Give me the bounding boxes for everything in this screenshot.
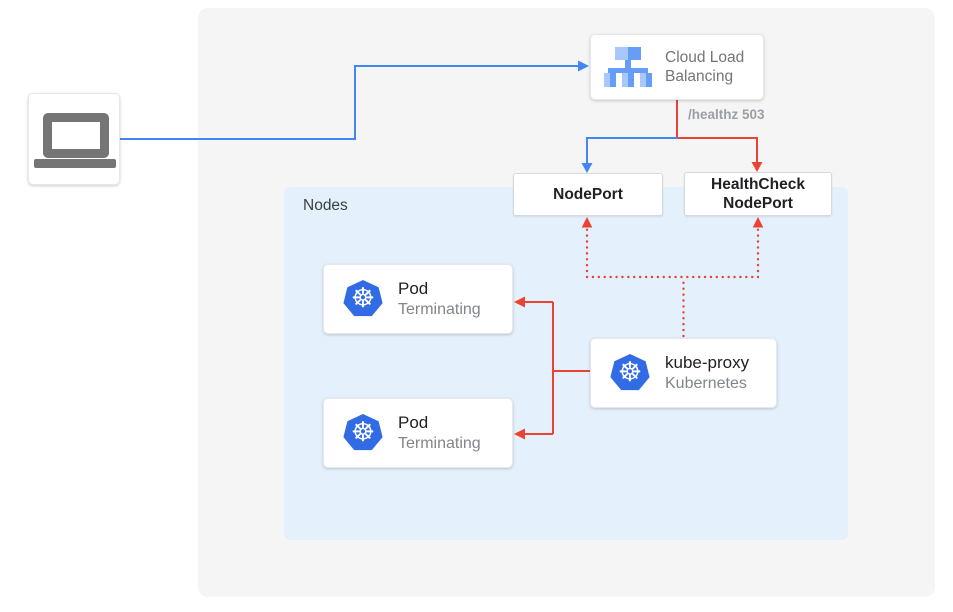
clb-icon-foot <box>622 73 628 87</box>
cloud-load-balancing-node: Cloud Load Balancing <box>590 34 764 100</box>
kubernetes-icon: ☸ <box>343 414 383 451</box>
clb-icon-crossbar <box>608 68 648 73</box>
arrowhead-into-clb <box>578 60 589 72</box>
pod-1-title: Pod <box>398 279 429 298</box>
pod-2-status: Terminating <box>398 435 481 452</box>
edge-clb-to-healthcheck-nodeport <box>676 137 758 163</box>
nodeport-label: NodePort <box>553 186 623 203</box>
edge-kube-proxy-healthcheck-dotted <box>585 227 760 338</box>
clb-icon-foot <box>646 73 652 87</box>
clb-icon-foot <box>640 73 646 87</box>
kube-proxy-subtitle: Kubernetes <box>665 375 747 392</box>
arrowhead-dotted-into-healthcheck-nodeport <box>752 217 764 228</box>
client-node <box>28 93 120 185</box>
clb-icon-stem <box>625 60 631 68</box>
cloud-load-balancing-icon <box>604 47 652 87</box>
pod-2-text: Pod Terminating <box>398 412 481 454</box>
clb-icon-top-left <box>615 47 628 60</box>
pod-1-status: Terminating <box>398 301 481 318</box>
clb-icon-foot <box>604 73 610 87</box>
healthz-503-edge-label: /healthz 503 <box>688 107 765 122</box>
healthcheck-nodeport-node: HealthCheck NodePort <box>684 172 832 216</box>
arrowhead-into-healthcheck-nodeport <box>751 162 763 172</box>
nodes-group-label: Nodes <box>303 197 348 214</box>
cloud-load-balancing-label: Cloud Load Balancing <box>665 49 745 85</box>
arrowhead-into-pod-2 <box>514 428 525 440</box>
arrowhead-into-pod-1 <box>514 296 525 308</box>
edge-clb-to-nodeport <box>586 137 678 164</box>
laptop-icon <box>43 113 109 158</box>
pod-node-1: ☸ Pod Terminating <box>323 264 513 334</box>
kubernetes-wheel-glyph: ☸ <box>350 417 376 448</box>
laptop-icon-base <box>34 159 116 168</box>
pod-2-title: Pod <box>398 413 429 432</box>
healthcheck-nodeport-label: HealthCheck NodePort <box>711 176 805 212</box>
edge-kube-proxy-to-pods <box>524 301 590 435</box>
arrowhead-dotted-into-nodeport <box>581 217 593 228</box>
kubernetes-wheel-glyph: ☸ <box>350 283 376 314</box>
kubernetes-icon: ☸ <box>343 280 383 317</box>
pod-node-2: ☸ Pod Terminating <box>323 398 513 468</box>
kubernetes-icon: ☸ <box>610 354 650 391</box>
clb-icon-top-right <box>628 47 641 60</box>
clb-icon-foot <box>628 73 634 87</box>
nodeport-node: NodePort <box>513 173 663 216</box>
kube-proxy-title: kube-proxy <box>665 353 750 372</box>
arrowhead-into-nodeport <box>581 163 593 173</box>
kube-proxy-text: kube-proxy Kubernetes <box>665 352 749 394</box>
kube-proxy-node: ☸ kube-proxy Kubernetes <box>590 338 777 408</box>
edge-client-to-clb <box>120 65 578 140</box>
pod-1-text: Pod Terminating <box>398 278 481 320</box>
clb-icon-foot <box>610 73 616 87</box>
kubernetes-wheel-glyph: ☸ <box>617 357 643 388</box>
